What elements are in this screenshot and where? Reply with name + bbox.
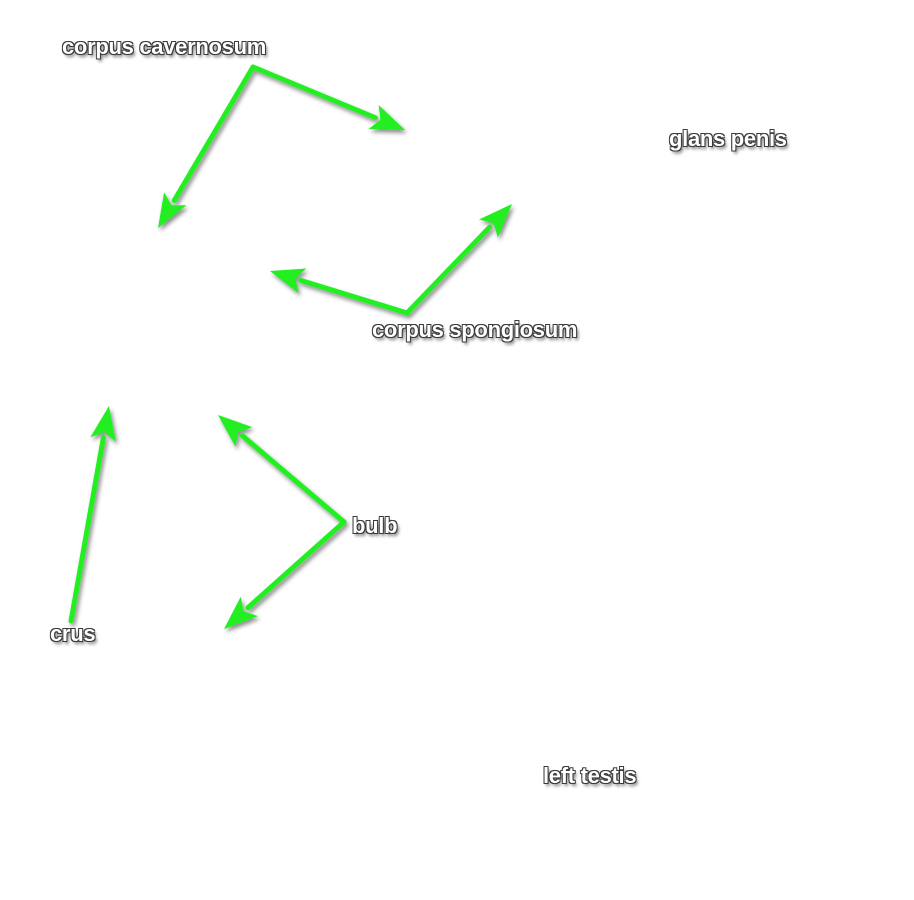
arrow-corpus-spongiosum-left xyxy=(270,268,410,316)
arrow-corpus-cavernosum-right xyxy=(250,64,405,130)
arrow-corpus-spongiosum-upright-shaft xyxy=(404,224,493,316)
arrow-corpus-spongiosum-left-shaft xyxy=(298,277,410,316)
arrow-bulb-downleft xyxy=(224,519,347,629)
label-glans-penis: glans penis xyxy=(669,126,787,151)
arrow-corpus-spongiosum-upright-head xyxy=(479,204,512,238)
arrow-corpus-spongiosum-upright xyxy=(404,204,512,316)
arrow-bulb-upleft-head xyxy=(218,415,253,447)
arrow-corpus-spongiosum-left-head xyxy=(270,268,307,294)
arrow-corpus-cavernosum-right-head xyxy=(368,105,405,130)
arrow-bulb-downleft-head xyxy=(224,596,258,629)
arrow-corpus-cavernosum-right-shaft xyxy=(250,64,378,121)
label-left-testis: left testis xyxy=(543,763,637,788)
arrow-corpus-cavernosum-down-head xyxy=(158,192,187,228)
label-bulb: bulb xyxy=(352,513,398,538)
arrow-crus-up-shaft xyxy=(68,435,106,624)
arrow-corpus-cavernosum-down-shaft xyxy=(171,64,256,203)
arrow-corpus-cavernosum-down xyxy=(158,64,256,228)
arrow-bulb-upleft xyxy=(218,415,347,525)
arrow-bulb-downleft-shaft xyxy=(245,519,347,611)
label-corpus-cavernosum: corpus cavernosum xyxy=(62,34,266,59)
arrow-crus-up-head xyxy=(90,406,116,442)
label-crus: crus xyxy=(50,621,96,646)
arrow-crus-up xyxy=(68,406,116,624)
arrow-bulb-upleft-shaft xyxy=(239,433,347,525)
label-corpus-spongiosum: corpus spongiosum xyxy=(372,317,578,342)
